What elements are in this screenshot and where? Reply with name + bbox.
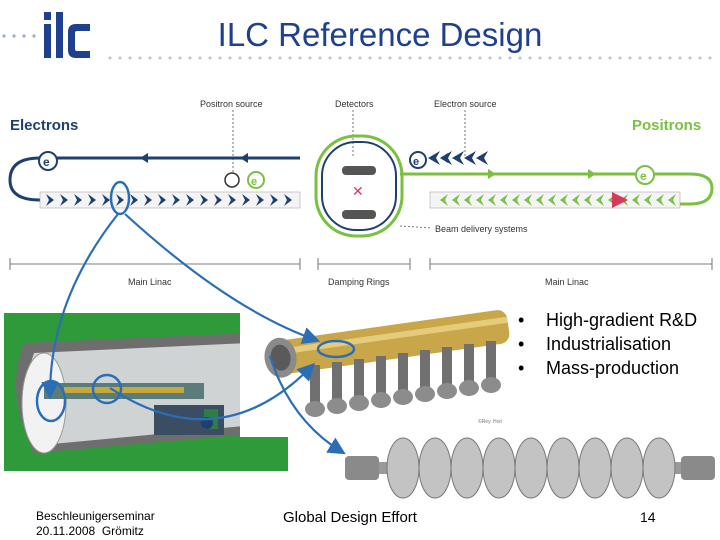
electron-linac-cavities: [46, 194, 292, 206]
positrons-label: Positrons: [632, 117, 701, 134]
positron-badge-right: e: [635, 165, 655, 185]
bullet-item: •Mass-production: [518, 358, 680, 378]
detectors-label: Detectors: [335, 99, 374, 109]
cryomodule-photo: ©Rey. Hori: [240, 297, 516, 437]
electron-badge-center: e: [409, 151, 427, 169]
ilc-logo: [44, 12, 90, 58]
feature-bullet-list: •High-gradient R&D •Industrialisation •M…: [518, 308, 718, 380]
page-title: ILC Reference Design: [217, 16, 543, 53]
sc-cavity-photo: [345, 432, 715, 504]
bullet-item: •High-gradient R&D: [518, 310, 698, 330]
photo-credit: ©Rey. Hori: [478, 418, 502, 425]
main-linac-right-label: Main Linac: [545, 277, 589, 287]
positron-badge-source: e: [247, 171, 265, 189]
positron-source-label: Positron source: [200, 99, 263, 109]
beam-delivery-label: Beam delivery systems: [435, 224, 528, 234]
svg-text:e: e: [413, 156, 419, 168]
dotted-header-lines: [2, 34, 712, 60]
page-number: 14: [640, 509, 656, 525]
electrons-label: Electrons: [10, 117, 78, 134]
electron-badge-left: e: [38, 151, 58, 171]
footer-date-place: 20.11.2008 Grömitz: [36, 524, 144, 538]
main-linac-left-label: Main Linac: [128, 277, 172, 287]
svg-text:e: e: [640, 169, 647, 183]
footer-event-info: Beschleunigerseminar 20.11.2008 Grömitz: [36, 509, 155, 539]
damping-rings-label: Damping Rings: [328, 277, 390, 287]
svg-text:e: e: [43, 155, 50, 169]
footer-center-text: Global Design Effort: [283, 509, 417, 526]
electron-source-label: Electron source: [434, 99, 497, 109]
svg-text:e: e: [251, 176, 257, 188]
bullet-item: •Industrialisation: [518, 334, 672, 354]
ilc-schematic-diagram: Electrons Positrons Positron source Dete…: [8, 99, 714, 287]
ip-cross-icon: ✕: [352, 183, 364, 199]
footer-event: Beschleunigerseminar: [36, 509, 155, 523]
